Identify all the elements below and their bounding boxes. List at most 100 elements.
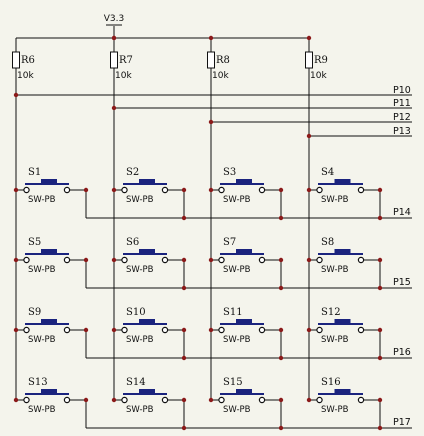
switch-pin-right [161, 326, 169, 334]
switch-pin-right [357, 256, 365, 264]
switch-button-cap [236, 179, 252, 184]
junction-dot [13, 397, 19, 403]
switch-ref-s16: S16 [321, 377, 341, 388]
junction-dot [377, 355, 383, 361]
switch-type-label: SW-PB [321, 195, 349, 205]
switch-ref-s1: S1 [28, 167, 41, 178]
row-net-label-p16: P16 [393, 347, 411, 358]
switch-button-cap [334, 389, 351, 394]
switch-pin-right [63, 326, 71, 334]
switch-ref-s9: S9 [28, 307, 41, 318]
switch-pin-left [316, 396, 323, 404]
switch-pin-right [63, 186, 71, 194]
switch-pin-left [316, 326, 323, 334]
junction-dot [377, 397, 383, 403]
switch-ref-s8: S8 [321, 237, 334, 248]
junction-dot [83, 257, 89, 263]
switch-pin-left [121, 256, 128, 264]
junction-dot [111, 327, 117, 333]
switch-ref-s13: S13 [28, 377, 48, 388]
junction-dot [278, 327, 284, 333]
junction-dot [83, 397, 89, 403]
switch-pin-right [357, 326, 365, 334]
switch-pin-left [218, 396, 225, 404]
junction-dot [306, 397, 312, 403]
switch-pin-left [23, 396, 30, 404]
switch-pin-right [258, 326, 266, 334]
column-net-label-p11: P11 [393, 98, 411, 109]
junction-dot [278, 215, 284, 221]
junction-dot [208, 187, 214, 193]
switch-pin-left [218, 256, 225, 264]
junction-dot [278, 257, 284, 263]
switch-type-label: SW-PB [223, 265, 251, 275]
junction-dot [13, 187, 19, 193]
switch-pin-right [357, 186, 365, 194]
junction-dot [208, 257, 214, 263]
switch-button-cap [41, 319, 57, 324]
junction-dot [181, 397, 187, 403]
switch-button-cap [139, 249, 155, 254]
switch-type-label: SW-PB [126, 405, 154, 415]
switch-type-label: SW-PB [126, 265, 154, 275]
resistor-body-r7 [110, 51, 118, 69]
junction-dot [111, 35, 117, 41]
junction-dot [208, 397, 214, 403]
switch-type-label: SW-PB [126, 335, 154, 345]
resistor-value: 10k [310, 71, 327, 81]
junction-dot [13, 327, 19, 333]
junction-dot [306, 35, 312, 41]
resistor-body-r8 [207, 51, 215, 69]
junction-dot [278, 397, 284, 403]
switch-type-label: SW-PB [28, 195, 56, 205]
switch-pin-left [121, 326, 128, 334]
column-net-label-p13: P13 [393, 126, 411, 137]
switch-pin-right [161, 396, 169, 404]
switch-pin-right [258, 256, 266, 264]
resistor-ref-r7: R7 [119, 55, 133, 66]
junction-dot [111, 105, 117, 111]
switch-ref-s10: S10 [126, 307, 146, 318]
junction-dot [278, 187, 284, 193]
switch-button-cap [41, 179, 57, 184]
row-net-label-p15: P15 [393, 277, 411, 288]
junction-dot [83, 187, 89, 193]
switch-ref-s4: S4 [321, 167, 334, 178]
switch-type-label: SW-PB [321, 405, 349, 415]
junction-dot [377, 285, 383, 291]
junction-dot [13, 257, 19, 263]
resistor-value: 10k [115, 71, 132, 81]
junction-dot [377, 257, 383, 263]
switch-pin-right [161, 186, 169, 194]
switch-ref-s12: S12 [321, 307, 341, 318]
switch-type-label: SW-PB [223, 335, 251, 345]
junction-dot [208, 327, 214, 333]
switch-pin-right [161, 256, 169, 264]
junction-dot [306, 327, 312, 333]
resistor-ref-r9: R9 [314, 55, 328, 66]
junction-dot [181, 355, 187, 361]
junction-dot [111, 257, 117, 263]
junction-dot [306, 187, 312, 193]
switch-type-label: SW-PB [321, 265, 349, 275]
switch-button-cap [236, 319, 252, 324]
components [12, 35, 383, 431]
junction-dot [278, 355, 284, 361]
switch-type-label: SW-PB [223, 195, 251, 205]
junction-dot [181, 257, 187, 263]
switch-button-cap [334, 249, 351, 254]
switch-pin-left [23, 326, 30, 334]
column-net-label-p12: P12 [393, 112, 411, 123]
switch-pin-left [218, 326, 225, 334]
switch-pin-left [121, 396, 128, 404]
switch-ref-s7: S7 [223, 237, 236, 248]
junction-dot [377, 327, 383, 333]
row-net-label-p14: P14 [393, 207, 411, 218]
junction-dot [278, 285, 284, 291]
junction-dot [278, 425, 284, 431]
switch-ref-s14: S14 [126, 377, 146, 388]
switch-pin-right [357, 396, 365, 404]
switch-type-label: SW-PB [223, 405, 251, 415]
junction-dot [377, 187, 383, 193]
switch-button-cap [334, 319, 351, 324]
